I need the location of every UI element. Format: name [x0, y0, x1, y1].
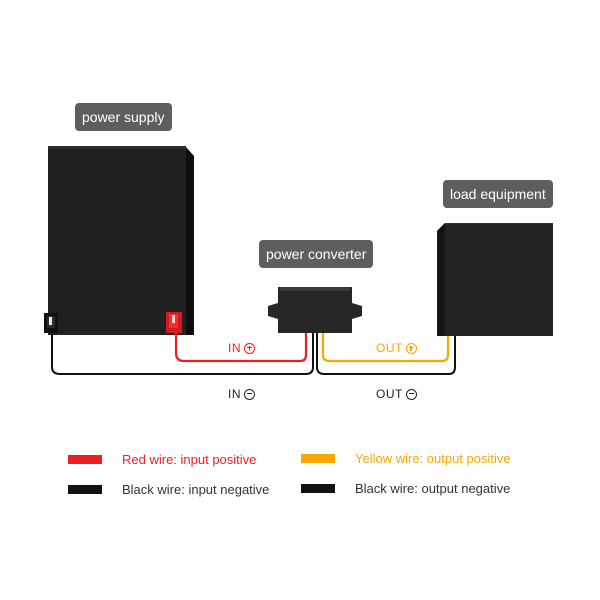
load-equipment-box — [437, 223, 553, 336]
legend-item-black-input: Black wire: input negative — [68, 482, 269, 497]
load-equipment-label: load equipment — [443, 180, 553, 208]
legend-item-yellow: Yellow wire: output positive — [301, 451, 511, 466]
minus-circle-icon — [244, 388, 255, 400]
black-swatch — [68, 485, 102, 494]
minus-circle-icon — [405, 388, 417, 400]
red-swatch — [68, 455, 102, 464]
red-wire-input-positive — [174, 330, 308, 363]
plus-circle-icon — [244, 342, 255, 354]
out-negative-text: OUT — [376, 387, 403, 401]
power-supply-label: power supply — [75, 103, 172, 131]
yellow-wire-output-positive — [321, 333, 450, 363]
power-converter-box — [268, 287, 362, 333]
yellow-swatch — [301, 454, 335, 463]
legend-text: Red wire: input positive — [122, 452, 257, 467]
out-positive-text: OUT — [376, 341, 403, 355]
black-wire-output-negative — [316, 333, 456, 375]
in-positive-label: IN — [228, 341, 255, 355]
power-supply-box — [48, 146, 194, 335]
plus-circle-icon — [405, 342, 417, 354]
legend-text: Black wire: output negative — [355, 481, 511, 496]
legend-text: Black wire: input negative — [122, 482, 270, 497]
in-negative-label: IN — [228, 387, 255, 401]
legend-item-red: Red wire: input positive — [68, 452, 256, 467]
legend-text: Yellow wire: output positive — [355, 451, 511, 466]
black-terminal — [44, 313, 58, 333]
black-swatch — [301, 484, 335, 493]
in-positive-text: IN — [228, 341, 241, 355]
out-positive-label: OUT — [376, 341, 417, 355]
power-converter-label: power converter — [259, 240, 374, 268]
black-wire-input-negative — [51, 331, 314, 375]
out-negative-label: OUT — [376, 387, 417, 401]
legend-item-black-output: Black wire: output negative — [301, 481, 510, 496]
red-terminal — [166, 312, 182, 333]
in-negative-text: IN — [228, 387, 241, 401]
